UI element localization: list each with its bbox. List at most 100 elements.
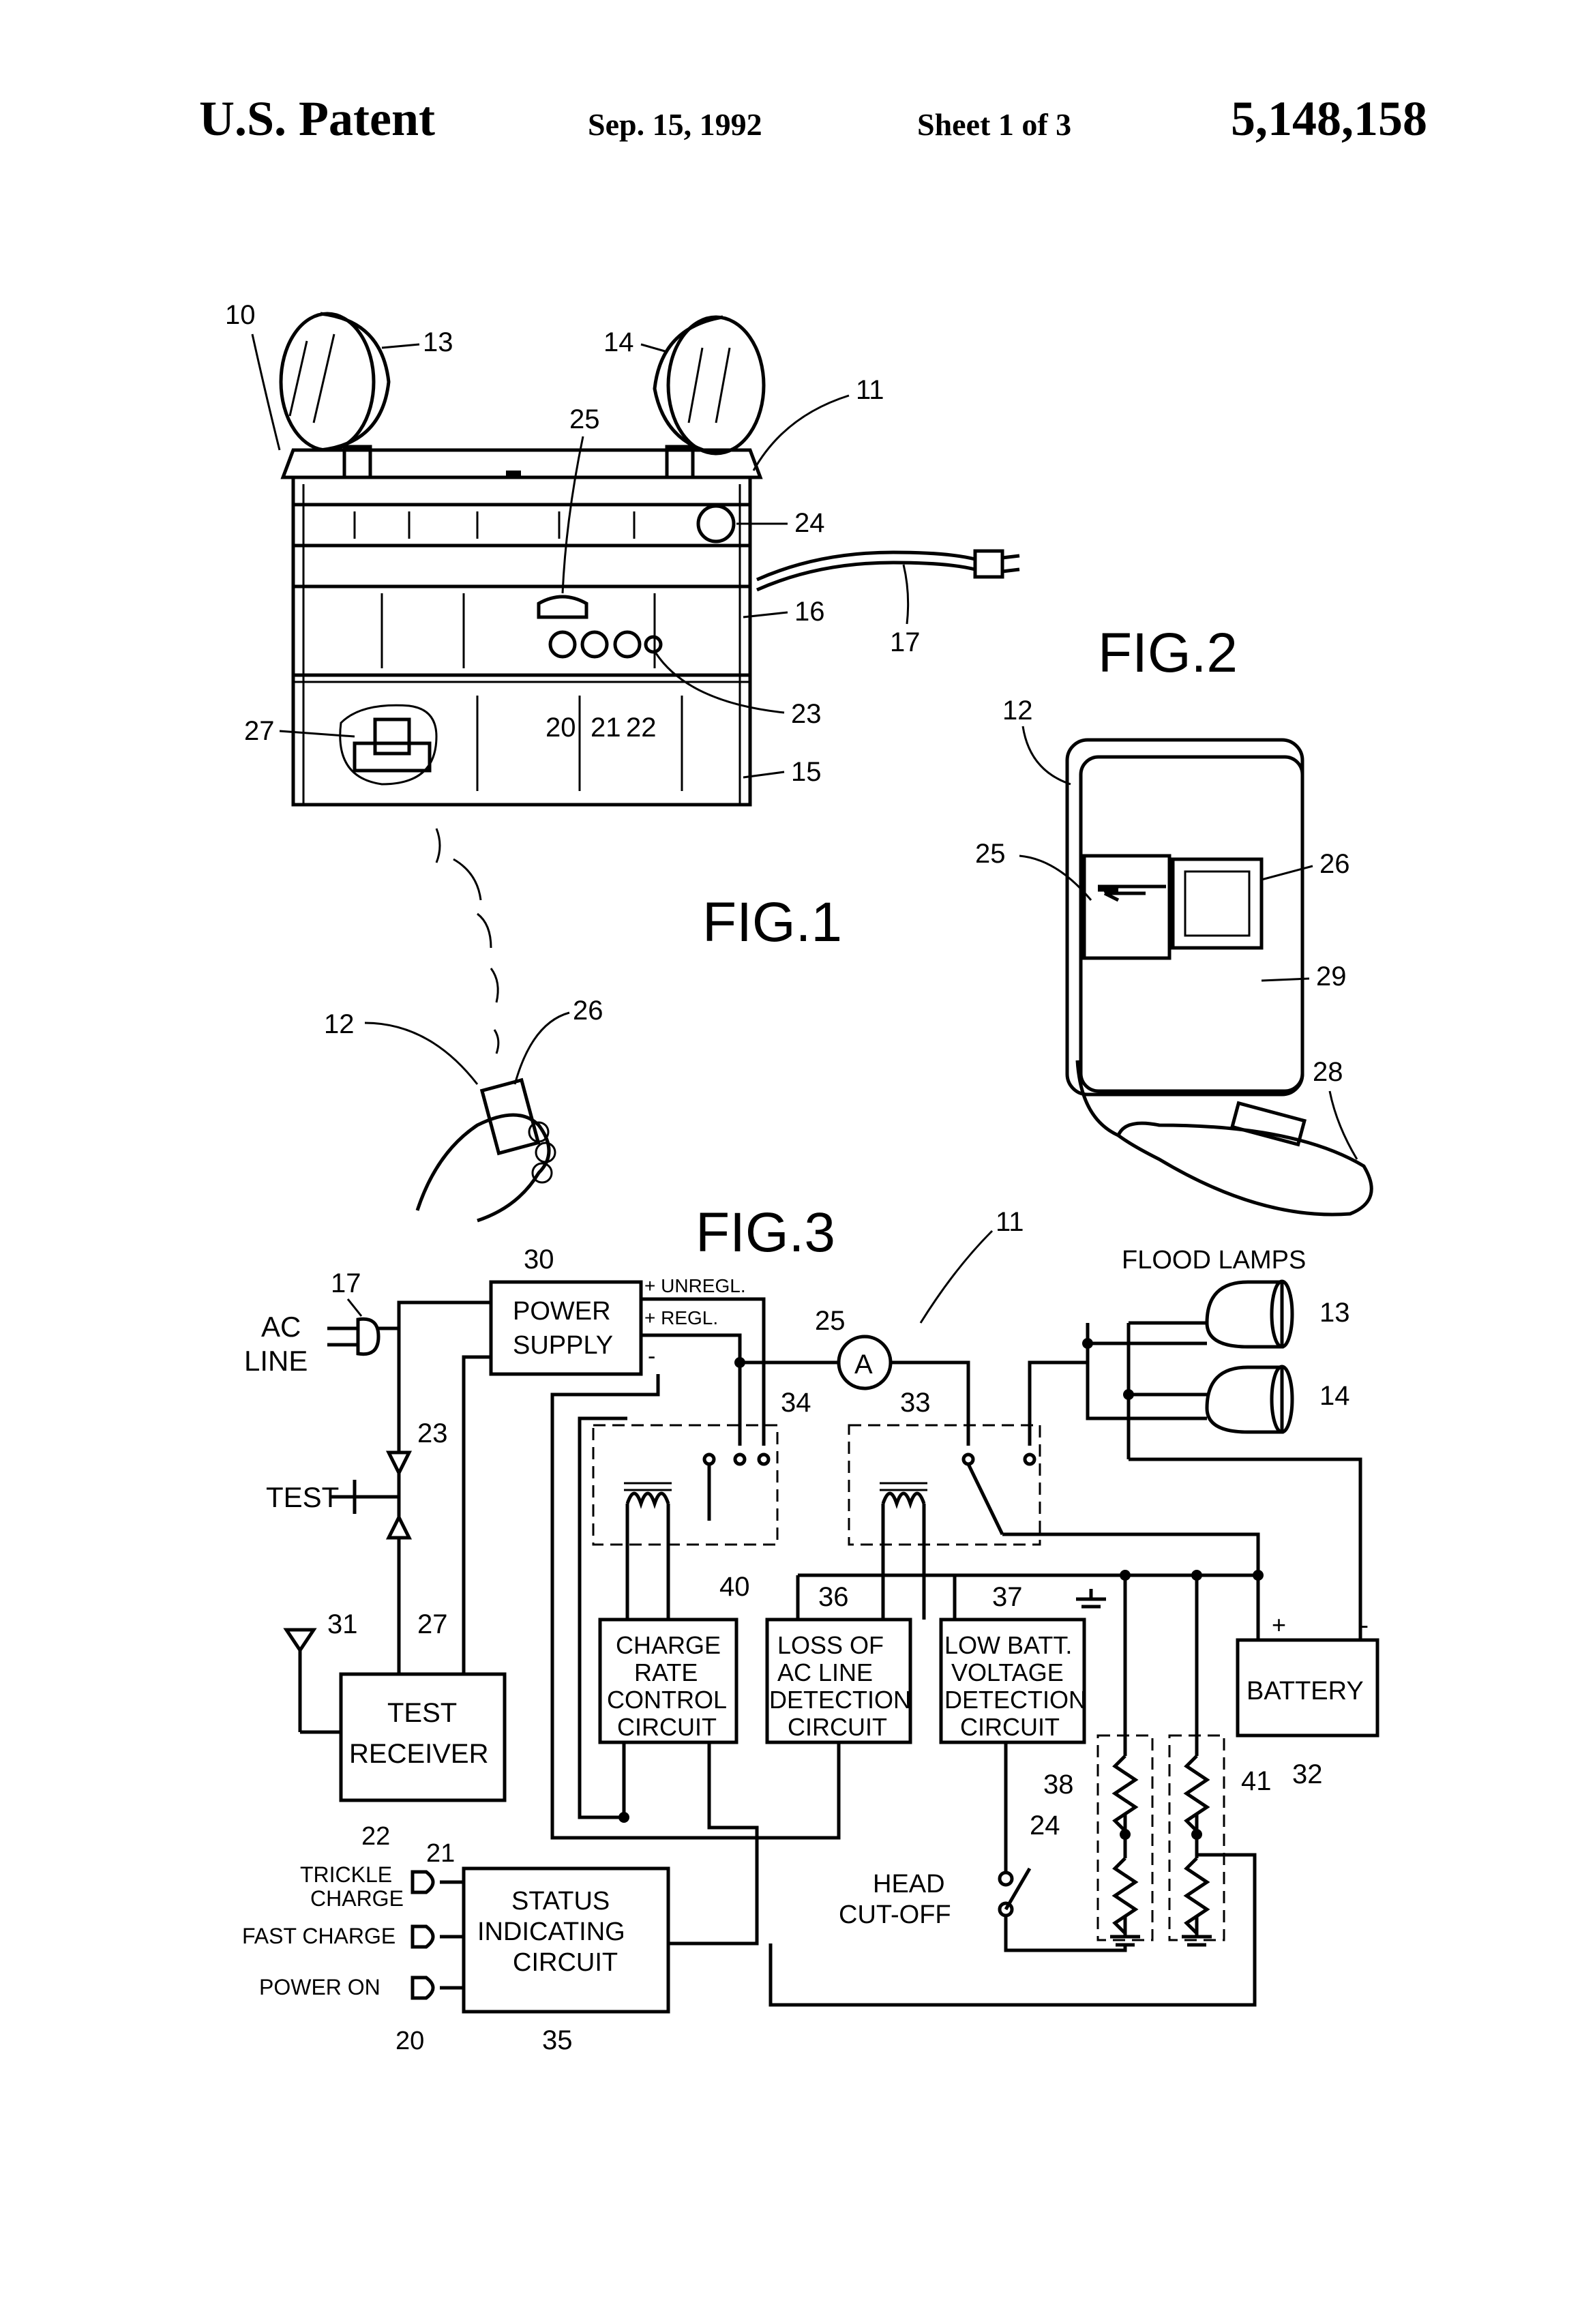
supply-minus-label: - <box>648 1343 655 1369</box>
ref-fig3-40: 40 <box>719 1572 750 1602</box>
ref-fig2-29: 29 <box>1316 962 1347 992</box>
ref-fig3-31: 31 <box>327 1609 358 1639</box>
ref-27: 27 <box>244 716 275 746</box>
ref-fig3-41: 41 <box>1241 1766 1272 1796</box>
ref-13: 13 <box>423 327 453 357</box>
ref-fig3-25: 25 <box>815 1306 846 1336</box>
charge-relay-34 <box>592 1424 779 1546</box>
flood-lamp-symbol-14 <box>1205 1365 1294 1434</box>
power-supply-label-1: POWER <box>513 1297 611 1326</box>
status-leds: TRICKLE CHARGE FAST CHARGE POWER ON 22 2… <box>242 1822 464 2055</box>
ref-12: 12 <box>324 1009 355 1039</box>
ammeter-25 <box>537 595 588 619</box>
ref-24: 24 <box>794 508 825 538</box>
head-cutoff-switch-symbol-24: 24 HEAD CUT-OFF <box>839 1742 1127 1952</box>
ref-fig3-17: 17 <box>331 1268 361 1298</box>
figure-1-label: FIG.1 <box>702 891 842 953</box>
loss-ac-label-3: DETECTION <box>769 1686 911 1714</box>
ref-fig3-23: 23 <box>417 1418 448 1448</box>
ref-fig3-22: 22 <box>361 1822 390 1851</box>
figure-1-emergency-light-unit: 10 13 14 11 25 24 16 17 23 20 21 22 27 1… <box>225 300 1020 1223</box>
ref-fig3-11: 11 <box>996 1207 1024 1237</box>
test-button-26 <box>1171 857 1264 950</box>
ref-26: 26 <box>573 996 603 1026</box>
figure-1-references: 10 13 14 11 25 24 16 17 23 20 21 22 27 1… <box>225 300 921 1085</box>
figure-3-circuit-schematic: FIG.3 11 17 AC LINE POWER SUPPLY 30 + UN… <box>242 1202 1379 2055</box>
low-battery-voltage-detection-circuit-37 <box>939 1618 1086 1744</box>
fast-charge-light-21 <box>580 630 609 659</box>
ref-fig3-20: 20 <box>395 2027 424 2055</box>
signal-waves <box>435 828 500 1054</box>
figure-2-label: FIG.2 <box>1098 622 1238 684</box>
charge-rate-label-2: RATE <box>634 1658 698 1686</box>
ref-fig3-36: 36 <box>818 1582 849 1612</box>
ref-11: 11 <box>856 375 884 405</box>
test-receiver-27 <box>339 704 438 786</box>
ac-line-label: AC <box>261 1311 301 1343</box>
ref-22: 22 <box>626 713 657 743</box>
ref-10: 10 <box>225 300 256 330</box>
flood-lamp-14 <box>653 315 766 479</box>
loss-ac-label-2: AC LINE <box>777 1658 873 1686</box>
loss-ac-label-4: CIRCUIT <box>788 1713 887 1741</box>
flood-lamps-label: FLOOD LAMPS <box>1122 1246 1306 1275</box>
charge-rate-label-1: CHARGE <box>616 1631 721 1659</box>
transfer-relay-33 <box>848 1424 1041 1546</box>
patent-header: U.S. Patent Sep. 15, 1992 Sheet 1 of 3 5… <box>199 91 1427 146</box>
ground-symbols <box>1076 1589 1212 1947</box>
ref-fig2-26: 26 <box>1319 849 1350 879</box>
status-indicating-circuit-35 <box>462 1866 670 2014</box>
battery-32 <box>1236 1638 1379 1738</box>
circuit-wiring <box>300 1297 1362 2007</box>
trickle-label-2: CHARGE <box>310 1886 404 1911</box>
power-supply-30 <box>489 1280 643 1376</box>
ref-16: 16 <box>794 597 825 627</box>
figure-2-references: 12 25 26 29 28 <box>975 696 1358 1160</box>
low-batt-label-3: DETECTION <box>944 1686 1086 1714</box>
status-label-2: INDICATING <box>477 1918 625 1946</box>
ref-fig3-13: 13 <box>1319 1298 1350 1328</box>
ref-fig2-25: 25 <box>975 839 1006 869</box>
flood-lamp-symbol-13 <box>1205 1279 1294 1349</box>
power-supply-label-2: SUPPLY <box>513 1331 613 1360</box>
ref-fig2-28: 28 <box>1313 1057 1343 1087</box>
battery-minus-label: - <box>1360 1611 1369 1639</box>
ref-fig3-30: 30 <box>524 1245 554 1275</box>
hand-holding-remote <box>415 1077 556 1223</box>
figure-3-label: FIG.3 <box>696 1202 835 1264</box>
ref-21: 21 <box>591 713 621 743</box>
unit-housing <box>280 448 763 807</box>
battery-label: BATTERY <box>1247 1677 1364 1705</box>
ammeter-label: A <box>854 1350 873 1380</box>
key-chain-28 <box>1075 1060 1373 1217</box>
power-on-label: POWER ON <box>259 1975 380 1999</box>
ref-fig3-35: 35 <box>542 2025 573 2055</box>
patent-date: Sep. 15, 1992 <box>588 107 762 142</box>
fast-charge-label: FAST CHARGE <box>242 1924 395 1948</box>
ref-fig2-12: 12 <box>1002 696 1033 726</box>
ref-14: 14 <box>603 327 634 357</box>
low-batt-label-1: LOW BATT. <box>944 1631 1072 1659</box>
low-batt-label-2: VOLTAGE <box>951 1658 1064 1686</box>
ref-fig3-24: 24 <box>1030 1811 1060 1841</box>
ref-fig3-32: 32 <box>1292 1759 1323 1789</box>
ref-fig3-37: 37 <box>992 1582 1023 1612</box>
ac-plug-17: 17 AC LINE <box>244 1268 380 1377</box>
patent-sheet: Sheet 1 of 3 <box>917 107 1071 142</box>
flood-lamp-13 <box>279 312 391 479</box>
head-cutoff-switch-24 <box>696 504 736 543</box>
patent-number: 5,148,158 <box>1231 91 1427 146</box>
ref-fig3-34: 34 <box>781 1388 811 1418</box>
ref-25: 25 <box>569 404 600 434</box>
indicator-lights <box>548 630 663 659</box>
head-cutoff-label-2: CUT-OFF <box>839 1901 951 1929</box>
charge-rate-label-3: CONTROL <box>607 1686 727 1714</box>
figure-2-remote-transmitter: 12 25 26 29 28 FIG.2 <box>975 622 1373 1217</box>
test-receiver-label-2: RECEIVER <box>349 1739 489 1769</box>
ref-17: 17 <box>890 627 921 657</box>
ref-15: 15 <box>791 757 822 787</box>
test-switch-symbol-23: TEST 23 <box>266 1418 448 1540</box>
trickle-label-1: TRICKLE <box>300 1862 392 1887</box>
power-cord-17 <box>756 549 1020 592</box>
